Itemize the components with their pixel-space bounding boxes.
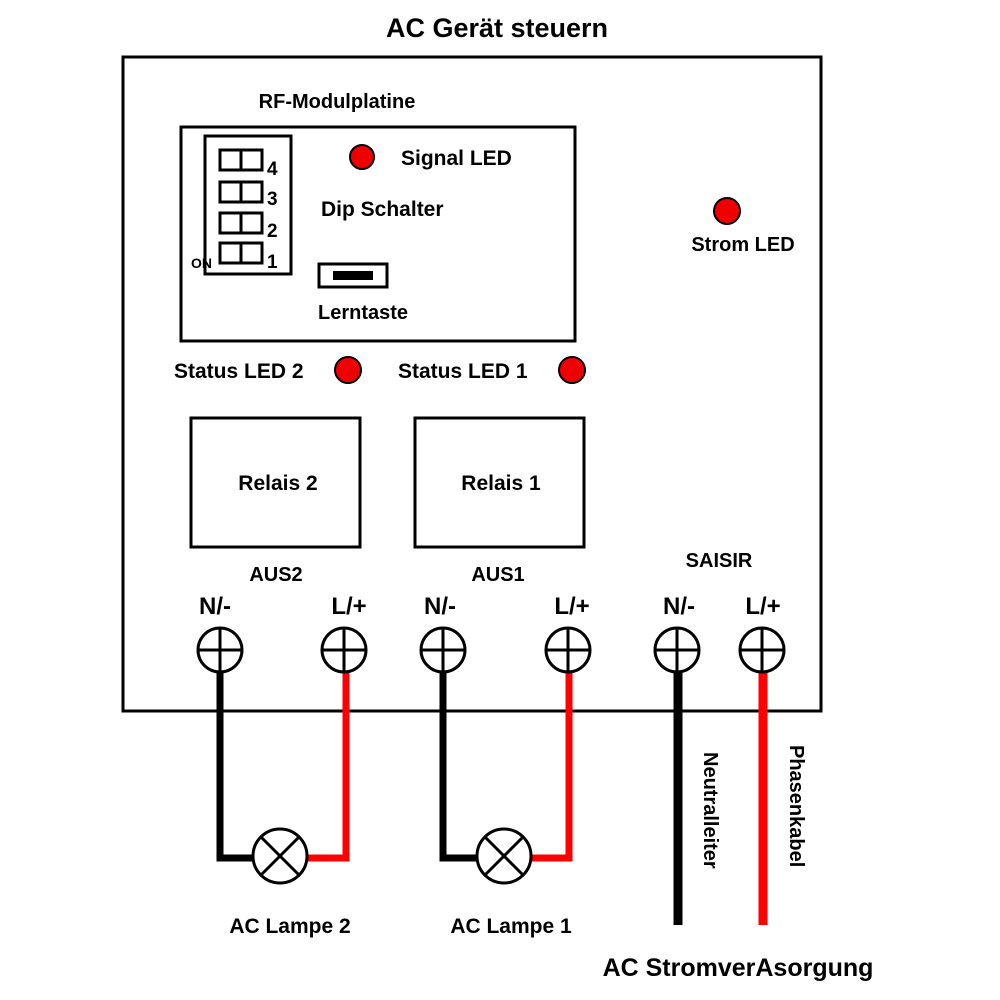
terminal-aus1-n <box>419 626 467 674</box>
status-led-1-label: Status LED 1 <box>398 360 528 383</box>
relay-1-box <box>413 416 586 549</box>
terminal-input-l-label: L/+ <box>745 593 780 620</box>
relay-2-box <box>189 416 362 549</box>
neutral-wire-label: Neutralleiter <box>699 752 721 869</box>
dip-switch <box>203 134 293 276</box>
relay-1-label: Relais 1 <box>461 472 541 495</box>
relay-2-label: Relais 2 <box>238 472 317 495</box>
lamp-1-icon <box>475 827 533 885</box>
device-enclosure <box>121 55 823 713</box>
terminal-aus2-l-label: L/+ <box>331 593 366 620</box>
diagram-title: AC Gerät steuern <box>386 13 608 43</box>
terminal-input-l <box>738 626 786 674</box>
learn-button-label: Lerntaste <box>318 302 408 324</box>
phase-wire-label: Phasenkabel <box>785 745 807 867</box>
dip-number-1: 1 <box>267 252 278 273</box>
lamp-2-label: AC Lampe 2 <box>229 915 350 938</box>
dip-number-4: 4 <box>267 159 278 180</box>
terminal-aus1-n-label: N/- <box>424 593 456 620</box>
dip-number-3: 3 <box>267 189 278 210</box>
rf-module-label: RF-Modulplatine <box>259 91 416 113</box>
lamp-2-icon <box>251 827 309 885</box>
power-led <box>713 197 741 225</box>
lamp-1-phase-wire <box>532 650 573 862</box>
status-led-1 <box>558 356 586 384</box>
lamp-2-circuit <box>216 650 350 862</box>
terminal-aus1-l-label: L/+ <box>554 593 589 620</box>
input-label: SAISIR <box>686 550 753 572</box>
terminal-input-n-label: N/- <box>663 593 695 620</box>
ac-supply-label: AC StromverAsorgung <box>603 954 874 982</box>
lamp-1-label: AC Lampe 1 <box>450 915 572 938</box>
terminal-aus1-l <box>544 626 592 674</box>
dip-toggle-4 <box>218 148 264 172</box>
lamp-1-circuit <box>439 650 573 862</box>
lamp-1-neutral-wire <box>439 650 476 862</box>
status-led-2 <box>334 356 362 384</box>
terminal-aus2-n <box>196 626 244 674</box>
terminal-aus2-n-label: N/- <box>199 593 231 620</box>
status-led-2-label: Status LED 2 <box>174 360 304 383</box>
signal-led-label: Signal LED <box>401 147 512 170</box>
dip-on-label: ON <box>191 255 212 271</box>
terminal-aus2-l <box>320 626 368 674</box>
rf-module-board <box>179 125 577 343</box>
output-1-label: AUS1 <box>471 564 524 586</box>
learn-button <box>317 262 389 289</box>
signal-led <box>349 144 375 170</box>
dip-toggle-2 <box>218 211 264 235</box>
terminal-input-n <box>653 626 701 674</box>
dip-toggle-1 <box>218 241 264 265</box>
lamp-2-phase-wire <box>308 650 350 862</box>
power-led-label: Strom LED <box>691 234 794 256</box>
lamp-2-neutral-wire <box>216 650 252 862</box>
dip-toggle-3 <box>218 180 264 204</box>
dip-number-2: 2 <box>267 221 278 242</box>
output-2-label: AUS2 <box>249 564 302 586</box>
dip-switch-label: Dip Schalter <box>321 198 444 221</box>
